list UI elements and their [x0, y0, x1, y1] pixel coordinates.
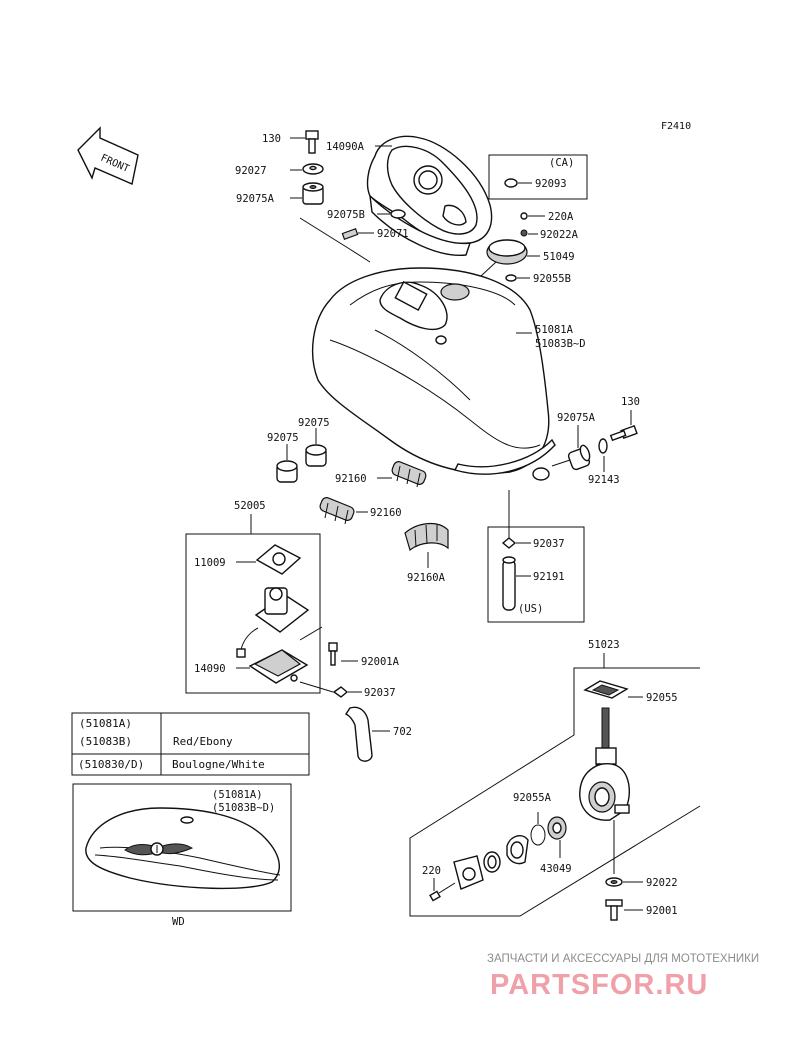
label-51049: 51049 — [543, 251, 575, 263]
front-arrow-icon: FRONT — [77, 126, 139, 185]
cover-14090-icon — [248, 649, 309, 684]
label-220A: 220A — [548, 211, 574, 223]
us-box — [487, 526, 585, 623]
bolt-130-icon — [305, 130, 319, 154]
ca-box-title: (CA) — [549, 157, 574, 169]
cap-92093-icon — [504, 178, 518, 188]
pump-group-box — [185, 533, 321, 694]
label-51083B-D: 51083B~D — [535, 338, 586, 350]
grommet-92075B-icon — [390, 209, 406, 219]
label-92075-right: 92075 — [298, 417, 330, 429]
damper-92160-b-icon — [319, 497, 355, 525]
wd-inset: (51081A) (51083B~D) WD — [72, 783, 292, 928]
label-92075A-top: 92075A — [236, 193, 275, 205]
label-92022: 92022 — [646, 877, 678, 889]
label-51081A: 51081A — [535, 324, 574, 336]
label-92143: 92143 — [588, 474, 620, 486]
washer-92022A-icon — [520, 229, 528, 237]
label-92071: 92071 — [377, 228, 409, 240]
label-92001: 92001 — [646, 905, 678, 917]
label-92075A-right: 92075A — [557, 412, 596, 424]
label-51023: 51023 — [588, 639, 620, 651]
bolt-130-right-icon — [609, 424, 638, 442]
inset-code-b: (51083B~D) — [212, 802, 275, 814]
label-92027: 92027 — [235, 165, 267, 177]
label-11009: 11009 — [194, 557, 226, 569]
label-702: 702 — [393, 726, 412, 738]
fuel-cock-bracket-top — [603, 653, 700, 669]
color-table: (51081A) (51083B) Red/Ebony (510830/D) B… — [71, 712, 310, 776]
label-43049: 43049 — [540, 863, 572, 875]
damper-92075-right-icon — [305, 444, 327, 467]
table-row2-code: (510830/D) — [78, 758, 144, 771]
screw-92001-icon — [605, 899, 623, 921]
clip-92037-icon — [332, 686, 349, 698]
label-52005: 52005 — [234, 500, 266, 512]
watermark: ЗАПЧАСТИ И АКСЕССУАРЫ ДЛЯ МОТОТЕХНИКИ PA… — [487, 953, 759, 1001]
fuel-tank-51081A-icon — [312, 267, 556, 481]
lever-220-assembly-icon — [453, 835, 529, 890]
table-row2-color: Boulogne/White — [172, 758, 265, 771]
label-92001A: 92001A — [361, 656, 400, 668]
grommet-92075A-top-icon — [302, 182, 324, 205]
damper-92160-a-icon — [391, 461, 427, 488]
screw-92001A-icon — [328, 642, 338, 666]
label-14090: 14090 — [194, 663, 226, 675]
us-box-title: (US) — [518, 603, 543, 615]
label-92075-left: 92075 — [267, 432, 299, 444]
label-92037-us: 92037 — [533, 538, 565, 550]
inset-caption: WD — [172, 916, 185, 928]
label-92191: 92191 — [533, 571, 565, 583]
label-130-top: 130 — [262, 133, 281, 145]
label-14090A: 14090A — [326, 141, 365, 153]
gasket-92055-icon — [583, 680, 629, 699]
ca-box — [488, 154, 588, 200]
cap-51049-icon — [486, 239, 528, 265]
label-92075B: 92075B — [327, 209, 365, 221]
hose-92191-icon — [502, 556, 516, 611]
grommet-92075A-right-icon — [567, 444, 591, 471]
label-130-right: 130 — [621, 396, 640, 408]
clip-92037-us-icon — [501, 537, 517, 549]
tank-side-view-icon — [85, 807, 281, 890]
figure-code: F2410 — [661, 121, 691, 132]
fuel-cock-valve-icon — [579, 707, 631, 821]
watermark-tagline: ЗАПЧАСТИ И АКСЕССУАРЫ ДЛЯ МОТОТЕХНИКИ — [487, 953, 759, 965]
oring-92055A-icon — [530, 824, 546, 846]
label-220: 220 — [422, 865, 441, 877]
washer-92027-icon — [302, 163, 324, 175]
table-row1-color: Red/Ebony — [173, 735, 233, 748]
gasket-92055B-icon — [505, 274, 517, 282]
label-92055B: 92055B — [533, 273, 571, 285]
gasket-11009-icon — [255, 544, 302, 575]
label-92037-bottom: 92037 — [364, 687, 396, 699]
table-row1-code-a: (51081A) — [79, 717, 132, 730]
screw-220-icon — [429, 882, 456, 902]
inset-code-a: (51081A) — [212, 789, 263, 801]
table-row1-code-b: (51083B) — [79, 735, 132, 748]
damper-92075-left-icon — [276, 460, 298, 483]
dash-cover-14090A-icon — [366, 135, 493, 257]
washer-92143-icon — [598, 438, 608, 454]
label-92160A: 92160A — [407, 572, 446, 584]
label-92055A: 92055A — [513, 792, 552, 804]
strainer-43049-icon — [547, 816, 567, 840]
screw-220A-icon — [520, 212, 528, 220]
label-92160-a: 92160 — [335, 473, 367, 485]
fuel-cock-group-outline — [409, 667, 701, 917]
label-92055: 92055 — [646, 692, 678, 704]
label-92093: 92093 — [535, 178, 567, 190]
clip-92071-icon — [341, 228, 359, 240]
washer-92022-icon — [605, 877, 623, 887]
hose-702-icon — [344, 706, 373, 762]
watermark-logo: PARTSFOR.RU — [490, 969, 708, 1001]
label-92160-b: 92160 — [370, 507, 402, 519]
damper-92160A-icon — [404, 523, 449, 552]
label-92022A: 92022A — [540, 229, 579, 241]
fuel-pump-icon — [236, 587, 310, 658]
